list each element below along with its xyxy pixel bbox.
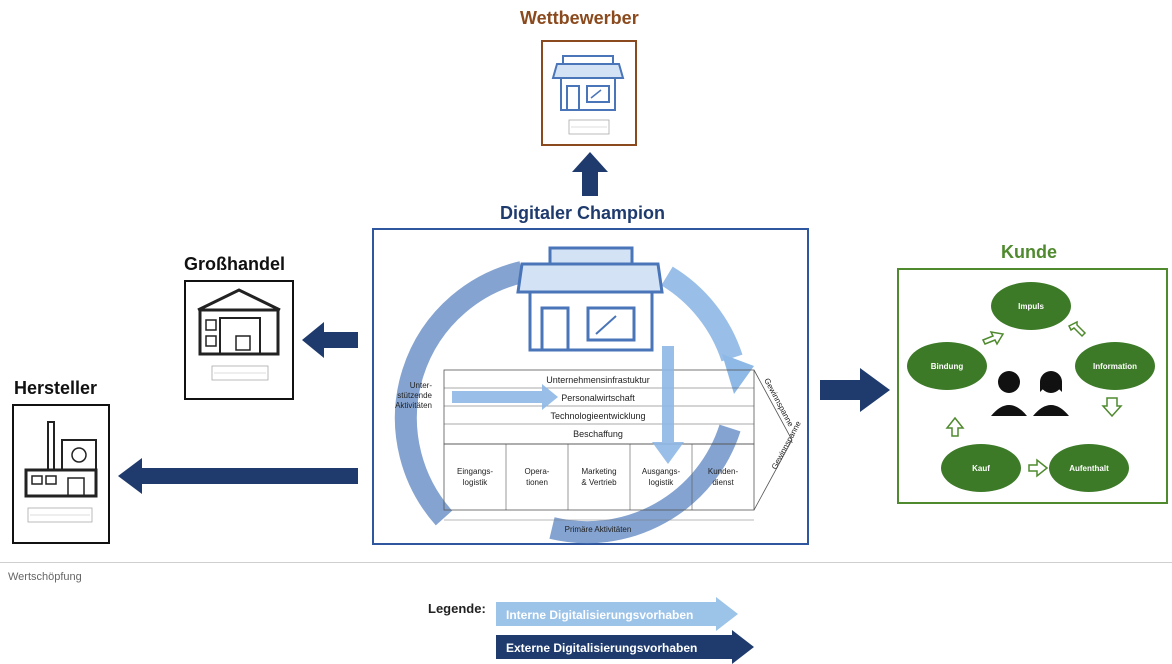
primary-col: Opera- bbox=[525, 467, 550, 476]
arrow-left-to-manufacturer bbox=[118, 458, 358, 494]
wholesale-title: Großhandel bbox=[184, 254, 286, 274]
support-row: Technologieentwicklung bbox=[550, 411, 645, 421]
legend-internal-text: Interne Digitalisierungsvorhaben bbox=[506, 608, 693, 622]
arrow-left-to-wholesale bbox=[302, 322, 358, 358]
arrow-right-to-customer bbox=[820, 368, 890, 412]
legend-label: Legende: bbox=[428, 601, 486, 616]
margin-label-top: Gewinnspanne bbox=[762, 377, 795, 429]
legend-external-arrow: Externe Digitalisierungsvorhaben bbox=[496, 630, 754, 664]
competitor-title: Wettbewerber bbox=[520, 8, 639, 28]
support-label-2: stützende bbox=[397, 391, 432, 400]
support-row: Personalwirtschaft bbox=[561, 393, 635, 403]
value-creation-label: Wertschöpfung bbox=[8, 571, 82, 583]
wholesale-box bbox=[184, 280, 294, 400]
primary-col: Ausgangs- bbox=[642, 467, 681, 476]
primary-col: logistik bbox=[463, 478, 488, 487]
journey-node-information: Information bbox=[1093, 362, 1137, 371]
value-chain-diagram: Unter- stützende Aktivitäten Unternehmen… bbox=[394, 246, 803, 544]
support-row: Beschaffung bbox=[573, 429, 623, 439]
champion-title: Digitaler Champion bbox=[500, 203, 666, 223]
divider-line bbox=[0, 562, 1172, 563]
journey-node-impuls: Impuls bbox=[1018, 302, 1044, 311]
primary-col: dienst bbox=[712, 478, 734, 487]
warehouse-icon bbox=[197, 288, 281, 381]
journey-node-aufenthalt: Aufenthalt bbox=[1069, 464, 1109, 473]
customer-box: Impuls Information Aufenthalt Kauf Bindu… bbox=[897, 268, 1168, 504]
customers-icon bbox=[991, 371, 1069, 416]
manufacturer-box bbox=[12, 404, 110, 544]
arrow-up-to-competitor bbox=[572, 152, 608, 196]
legend-external-text: Externe Digitalisierungsvorhaben bbox=[506, 641, 697, 655]
journey-node-kauf: Kauf bbox=[972, 464, 990, 473]
champion-box: Unter- stützende Aktivitäten Unternehmen… bbox=[372, 228, 809, 545]
primary-col: Marketing bbox=[581, 467, 616, 476]
primary-col: Eingangs- bbox=[457, 467, 493, 476]
support-label-3: Aktivitäten bbox=[395, 401, 432, 410]
competitor-box bbox=[541, 40, 637, 146]
primary-col: tionen bbox=[526, 478, 548, 487]
customer-title: Kunde bbox=[1001, 242, 1057, 262]
manufacturer-title: Hersteller bbox=[14, 378, 98, 398]
store-icon bbox=[551, 55, 625, 135]
primary-label: Primäre Aktivitäten bbox=[565, 525, 632, 534]
legend-internal-arrow: Interne Digitalisierungsvorhaben bbox=[496, 597, 738, 631]
factory-icon bbox=[24, 421, 98, 523]
primary-col: & Vertrieb bbox=[581, 478, 617, 487]
margin-label-bottom: Gewinnspanne bbox=[770, 419, 803, 471]
customer-journey: Impuls Information Aufenthalt Kauf Bindu… bbox=[907, 282, 1155, 492]
support-label-1: Unter- bbox=[410, 381, 433, 390]
journey-node-bindung: Bindung bbox=[931, 362, 964, 371]
primary-col: Kunden- bbox=[708, 467, 739, 476]
primary-col: logistik bbox=[649, 478, 674, 487]
support-row: Unternehmensinfrastuktur bbox=[546, 375, 650, 385]
